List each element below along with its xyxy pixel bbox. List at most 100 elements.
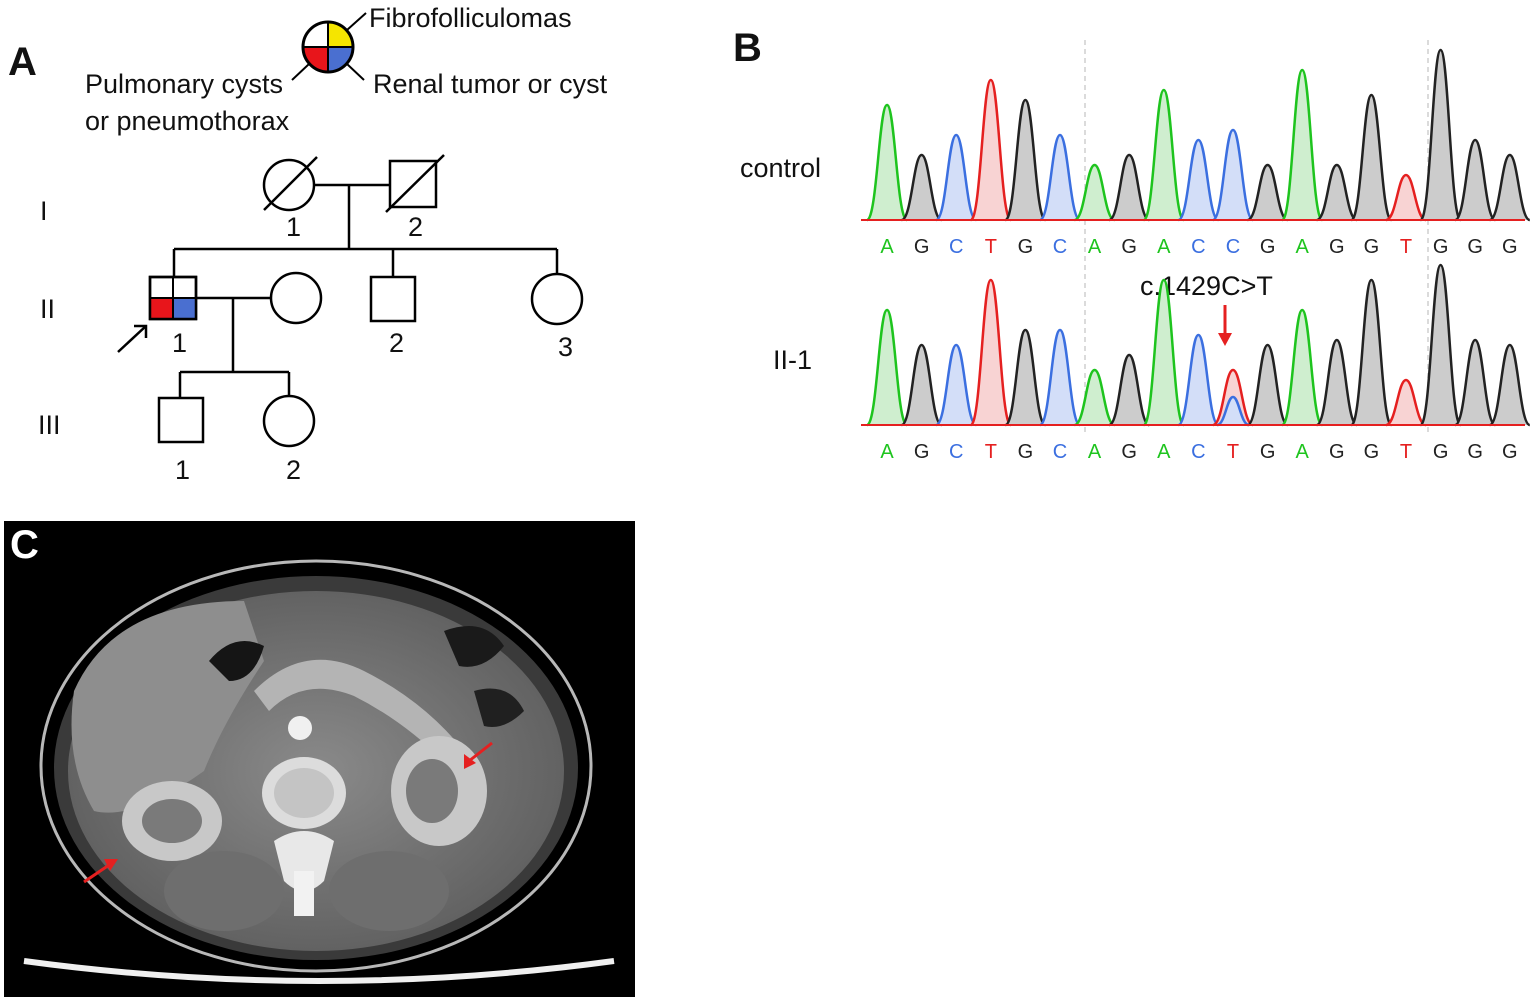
peak-patient-17: [1419, 263, 1462, 427]
individual-ii-2: 2: [389, 328, 405, 358]
base-letter-patient-4: T: [985, 441, 997, 463]
base-letter-patient-15: G: [1364, 441, 1380, 463]
ct-arrow-right-icon: [464, 741, 493, 769]
mutation-arrow-icon: [1218, 305, 1232, 346]
base-letter-patient-11: T: [1227, 441, 1239, 463]
base-letter-control-17: G: [1433, 236, 1449, 258]
peak-control-14: [1316, 163, 1358, 222]
peak-control-4: [969, 78, 1013, 222]
base-letter-control-6: C: [1053, 236, 1067, 258]
peak-patient-5: [1004, 328, 1047, 427]
legend-renal: Renal tumor or cyst: [373, 69, 608, 99]
peak-patient-7: [1073, 368, 1116, 427]
base-letter-patient-1: A: [880, 441, 894, 463]
legend-symbol: [291, 12, 367, 81]
base-letter-patient-18: G: [1467, 441, 1483, 463]
peak-control-8: [1108, 153, 1150, 222]
base-letter-control-1: A: [880, 236, 894, 258]
base-letter-control-13: A: [1296, 236, 1310, 258]
peak-patient-11-secondary: [1216, 395, 1250, 427]
peak-control-7: [1073, 163, 1116, 222]
row-label-patient: II-1: [773, 345, 813, 375]
peak-patient-16: [1385, 378, 1427, 427]
base-letter-control-4: T: [985, 236, 997, 258]
individual-iii-2: 2: [286, 455, 302, 485]
peak-patient-15: [1350, 278, 1393, 427]
generation-label-iii: III: [38, 410, 61, 440]
base-letter-control-2: G: [914, 236, 930, 258]
peak-patient-12: [1246, 343, 1289, 427]
individual-iii-1: 1: [175, 455, 191, 485]
base-letter-control-9: A: [1157, 236, 1171, 258]
legend-pulmonary-line1: Pulmonary cysts: [85, 69, 284, 99]
peak-control-3: [934, 133, 978, 222]
base-letter-control-14: G: [1329, 236, 1345, 258]
peak-patient-10: [1177, 333, 1220, 427]
peak-control-12: [1246, 163, 1289, 222]
generation-label-ii: II: [40, 294, 56, 324]
peak-control-6: [1038, 133, 1082, 222]
peak-control-5: [1004, 98, 1047, 222]
ct-arrow-left-icon: [83, 859, 118, 884]
row-label-control: control: [740, 153, 822, 183]
panel-letter-a: A: [8, 40, 37, 84]
peak-patient-2: [900, 343, 943, 427]
peak-control-1: [865, 103, 909, 222]
generation-label-i: I: [40, 196, 48, 226]
peak-patient-19: [1488, 343, 1530, 427]
base-letter-patient-2: G: [914, 441, 930, 463]
individual-ii-3: 3: [558, 332, 574, 362]
individual-i-1: 1: [286, 212, 302, 242]
peak-control-16: [1385, 173, 1427, 222]
base-letter-control-18: G: [1467, 236, 1483, 258]
peak-control-11: [1211, 128, 1255, 222]
ct-scan-image: C: [4, 521, 635, 997]
base-letter-patient-5: G: [1018, 441, 1034, 463]
base-letter-patient-12: G: [1260, 441, 1276, 463]
peak-control-15: [1350, 93, 1393, 222]
base-letter-control-7: A: [1088, 236, 1102, 258]
proband-arrow-icon: [117, 324, 148, 353]
peak-patient-1: [865, 308, 909, 427]
panel-letter-b: B: [733, 26, 762, 70]
peak-control-9: [1142, 88, 1186, 222]
peak-patient-14: [1315, 338, 1359, 427]
base-letter-patient-8: G: [1121, 441, 1137, 463]
base-letter-control-19: G: [1502, 236, 1518, 258]
pedigree-diagram: [117, 12, 584, 448]
base-letter-patient-17: G: [1433, 441, 1449, 463]
base-letter-control-15: G: [1364, 236, 1380, 258]
base-letter-patient-19: G: [1502, 441, 1518, 463]
legend-fibrofolliculomas: Fibrofolliculomas: [369, 3, 572, 33]
peak-patient-4: [969, 278, 1013, 427]
individual-i-2: 2: [408, 212, 424, 242]
peak-patient-13: [1280, 308, 1324, 427]
individual-ii-1: 1: [172, 328, 188, 358]
base-letter-patient-14: G: [1329, 441, 1345, 463]
peak-control-19: [1489, 153, 1530, 222]
peak-control-13: [1280, 68, 1324, 222]
base-letter-control-10: C: [1191, 236, 1205, 258]
base-letter-control-5: G: [1018, 236, 1034, 258]
peak-patient-9: [1142, 278, 1186, 427]
panel-letter-c: C: [10, 523, 39, 567]
base-letter-control-16: T: [1400, 236, 1412, 258]
base-letter-patient-6: C: [1053, 441, 1067, 463]
base-letter-control-12: G: [1260, 236, 1276, 258]
base-letter-patient-9: A: [1157, 441, 1171, 463]
legend-pulmonary-line2: or pneumothorax: [85, 106, 290, 136]
peak-control-2: [900, 153, 943, 222]
base-letter-patient-16: T: [1400, 441, 1412, 463]
peak-patient-3: [934, 343, 978, 427]
base-letter-control-3: C: [949, 236, 963, 258]
peak-control-17: [1419, 48, 1462, 222]
base-letter-patient-7: A: [1088, 441, 1102, 463]
base-letter-patient-13: A: [1296, 441, 1310, 463]
base-letter-control-8: G: [1121, 236, 1137, 258]
peak-patient-8: [1108, 353, 1150, 427]
peak-control-18: [1453, 138, 1497, 222]
peak-control-10: [1177, 138, 1220, 222]
peak-patient-18: [1453, 338, 1497, 427]
peak-patient-6: [1038, 328, 1082, 427]
